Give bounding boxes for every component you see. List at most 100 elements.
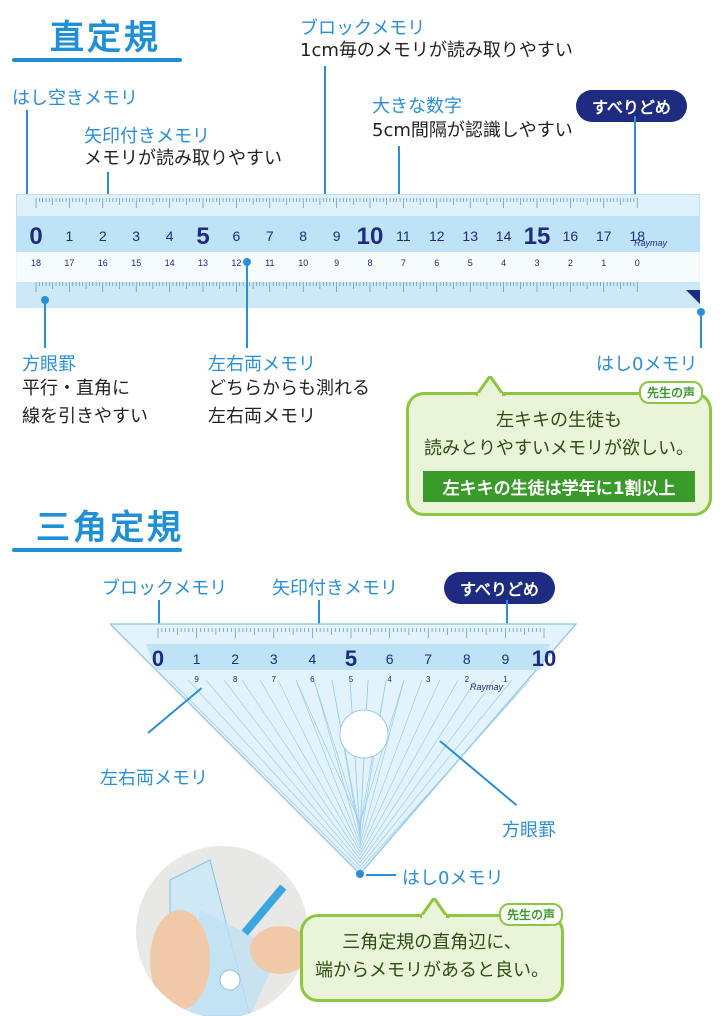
- straight-bottom-number: 1: [601, 258, 606, 268]
- connector-grid: [44, 300, 46, 348]
- triangle-bottom-number: 3: [426, 675, 431, 684]
- straight-bottom-number: 8: [367, 258, 372, 268]
- voice-highlight: 左キキの生徒は学年に1割以上: [423, 471, 695, 502]
- bubble-tail: [476, 376, 506, 396]
- straight-top-number: 4: [166, 228, 174, 244]
- triangle-bottom-number: 2: [465, 675, 470, 684]
- tri-anti-slip-badge: すべりどめ: [444, 572, 555, 604]
- tri-connector-anti-slip: [506, 600, 508, 644]
- straight-bottom-number: 0: [635, 258, 640, 268]
- straight-top-number: 11: [396, 228, 411, 244]
- triangle-ticks: [157, 628, 545, 638]
- triangle-top-number: 6: [386, 651, 394, 667]
- grid-line: [223, 679, 361, 860]
- triangle-top-number: 10: [532, 646, 556, 671]
- straight-bottom-number: 11: [265, 258, 274, 268]
- straight-top-number: 16: [563, 228, 579, 244]
- connector-dot: [697, 308, 705, 316]
- grid-line: [359, 679, 477, 860]
- grid-line: [313, 679, 361, 842]
- grid-line: [259, 679, 361, 853]
- straight-bottom-number: 17: [64, 258, 74, 268]
- straight-bottom-number: 15: [131, 258, 141, 268]
- straight-bottom-number: 9: [334, 258, 339, 268]
- triangle-bottom-number: 7: [272, 675, 277, 684]
- straight-bottom-number: 13: [198, 258, 208, 268]
- tri-bubble-tail: [420, 898, 450, 918]
- grid-line: [295, 679, 361, 824]
- triangle-top-number: 3: [270, 651, 278, 667]
- triangle-top-number: 7: [424, 651, 432, 667]
- voice-line-2: 読みとりやすいメモリが欲しい。: [424, 438, 694, 459]
- straight-top-number: 15: [524, 223, 551, 250]
- straight-top-number: 13: [462, 228, 478, 244]
- label-edge-zero: はし0メモリ: [596, 354, 698, 375]
- triangle-bottom-number: 8: [233, 675, 238, 684]
- tri-connector-edge-zero: [366, 874, 396, 876]
- straight-top-number: 10: [357, 223, 384, 250]
- straight-bottom-number: 5: [468, 258, 473, 268]
- connector-dot: [41, 296, 49, 304]
- triangle-bottom-number: 1: [503, 675, 508, 684]
- straight-top-number: 18: [629, 228, 645, 244]
- grid-line: [359, 679, 405, 824]
- triangle-hole: [339, 709, 389, 759]
- straight-bottom-number: 16: [98, 258, 108, 268]
- label-big-numbers-desc: 5cm間隔が認識しやすい: [372, 120, 573, 141]
- label-block-memori: ブロックメモリ: [300, 18, 426, 39]
- triangle-title-underline: [12, 548, 182, 552]
- label-grid: 方眼罫: [22, 354, 76, 375]
- triangle-bottom-number: 9: [194, 675, 199, 684]
- straight-top-number: 3: [132, 228, 140, 244]
- tri-teacher-voice-tag: 先生の声: [498, 903, 563, 926]
- grid-line: [187, 679, 361, 867]
- grid-line: [359, 679, 387, 842]
- grid-line: [359, 679, 405, 845]
- straight-top-number: 8: [299, 228, 307, 244]
- tri-voice-line-2: 端からメモリがあると良い。: [315, 960, 549, 981]
- connector-dot: [243, 258, 251, 266]
- tri-connector-arrow: [318, 600, 320, 626]
- triangle-grid: [169, 679, 531, 871]
- label-grid-desc-1: 平行・直角に: [22, 378, 130, 399]
- connector-anti-slip: [634, 116, 636, 216]
- tri-voice-line-1: 三角定規の直角辺に、: [342, 932, 522, 953]
- grid-line: [277, 679, 361, 849]
- straight-bottom-number: 6: [434, 258, 439, 268]
- straight-bottom-number: 3: [534, 258, 539, 268]
- straight-bottom-number: 4: [501, 258, 506, 268]
- teacher-voice-bubble: 先生の声 左キキの生徒も 読みとりやすいメモリが欲しい。 左キキの生徒は学年に1…: [406, 381, 712, 516]
- straight-top-number: 12: [429, 228, 445, 244]
- straight-top-number: 14: [496, 228, 512, 244]
- straight-top-number: 9: [333, 228, 341, 244]
- grid-line: [313, 679, 361, 827]
- hand-using-ruler-photo: [136, 846, 308, 1016]
- label-tri-edge-zero: はし0メモリ: [402, 868, 504, 889]
- label-tri-arrow-memori: 矢印付きメモリ: [272, 578, 398, 599]
- grid-line: [359, 679, 513, 867]
- label-grid-desc-2: 線を引きやすい: [22, 406, 148, 427]
- triangle-top-number: 4: [309, 651, 317, 667]
- straight-top-ticks: [35, 198, 638, 208]
- straight-title-underline: [12, 58, 182, 62]
- connector-block: [324, 66, 326, 200]
- straight-top-number: 17: [596, 228, 612, 244]
- grid-line: [169, 679, 361, 871]
- grid-line: [349, 679, 361, 835]
- label-tri-both-sides: 左右両メモリ: [100, 768, 208, 789]
- triangle-top-number: 2: [231, 651, 239, 667]
- triangle-top-number: 5: [345, 646, 357, 671]
- straight-bottom-number: 2: [568, 258, 573, 268]
- zero-corner-mark: [686, 290, 700, 304]
- straight-top-number: 0: [29, 223, 42, 250]
- straight-bottom-number: 18: [31, 258, 41, 268]
- straight-bottom-number: 12: [231, 258, 241, 268]
- ruler-brand: Raymay: [634, 238, 668, 248]
- label-both-sides-desc-1: どちらからも測れる: [208, 378, 370, 399]
- straight-bottom-ticks: [35, 282, 638, 292]
